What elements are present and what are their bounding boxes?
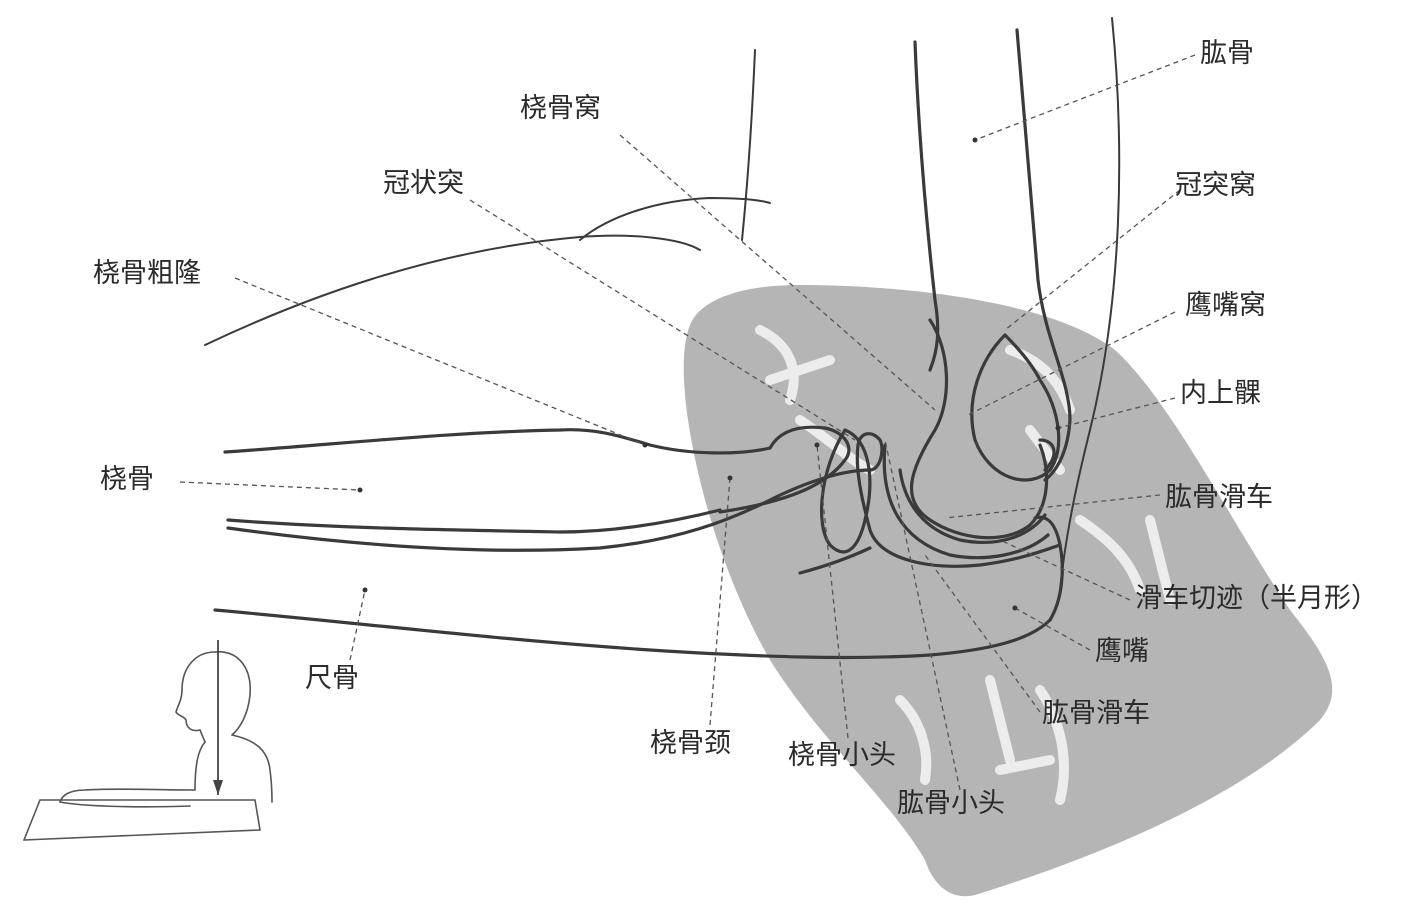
label-radial-tuberosity: 桡骨粗隆 [93,258,201,289]
label-trochlear-notch: 滑车切迹（半月形） [1135,583,1378,614]
ulna-top-edge [226,468,872,552]
label-radial-fossa: 桡骨窝 [520,93,601,124]
label-medial-epicondyle: 内上髁 [1180,378,1261,409]
posture-illustration [23,640,273,841]
upper-arm-outline [741,49,756,241]
label-olecranon: 鹰嘴 [1095,636,1149,667]
label-radius: 桡骨 [100,464,154,495]
label-trochlea-bottom: 肱骨滑车 [1042,698,1150,729]
label-trochlea-right: 肱骨滑车 [1165,482,1273,513]
label-coronoid-fossa: 冠突窝 [1175,170,1256,201]
upper-arm-back-outline [1059,17,1121,591]
label-ulna: 尺骨 [305,663,359,694]
radius-top-edge [223,428,772,455]
pointer-dots [357,137,1061,611]
trochlea-arc-outer [882,443,1050,560]
label-radial-head: 桡骨小头 [788,740,896,771]
trochlear-notch-edge [855,432,1062,568]
leader-lines [179,54,1196,791]
label-olecranon-fossa: 鹰嘴窝 [1185,290,1266,321]
radius-bottom-edge [226,508,722,534]
crease-outline [579,196,771,241]
radial-neck-curve [718,425,851,514]
ulna-coronoid-line [798,546,872,575]
forearm-outline [204,234,701,346]
label-coronoid-process: 冠状突 [383,168,464,199]
olecranon-fossa-loop [970,333,1061,482]
humerus-front-edge [913,40,940,372]
ulna-bottom-edge [213,608,1052,660]
medial-epicondyle-mark [1038,438,1056,472]
label-capitulum: 肱骨小头 [897,788,1005,819]
radial-head [820,428,872,554]
label-radial-neck: 桡骨颈 [650,728,731,759]
label-humerus: 肱骨 [1200,38,1254,69]
humerus-back-edge [1015,28,1072,482]
trochlea-arc [898,468,1047,544]
